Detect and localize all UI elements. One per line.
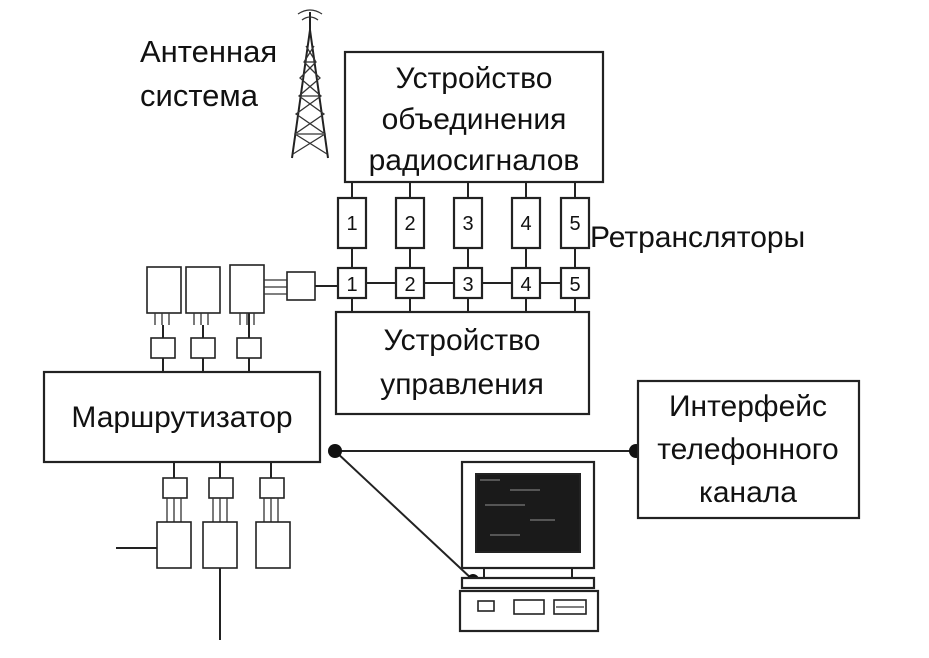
upper-terminal-3 <box>229 264 265 314</box>
system-unit-icon <box>458 589 600 633</box>
antenna-tower-icon <box>291 9 329 159</box>
repeater-bottom-2 <box>394 266 426 300</box>
computer-monitor-icon <box>460 460 596 590</box>
control-label-line2: управления <box>380 368 544 401</box>
lower-modem-2 <box>208 477 234 499</box>
repeater-top-number: 5 <box>569 213 580 235</box>
repeater-bottom-3 <box>452 266 484 300</box>
repeater-top-1 <box>336 196 368 250</box>
combiner-box <box>343 50 605 184</box>
repeater-bottom-number: 2 <box>404 274 415 296</box>
upper-modem-1 <box>150 337 176 359</box>
upper-modem-3 <box>236 337 262 359</box>
repeater-top-number: 4 <box>520 213 531 235</box>
lower-modem-1 <box>162 477 188 499</box>
phone-label-line1: Интерфейс <box>669 390 827 423</box>
junction-node <box>328 444 342 458</box>
lower-terminal-3 <box>255 521 291 569</box>
phone-label-line3: канала <box>699 476 797 509</box>
upper-terminal-2 <box>185 266 221 314</box>
repeater-bottom-number: 5 <box>569 274 580 296</box>
repeater-bottom-number: 3 <box>462 274 473 296</box>
upper-terminal-1 <box>146 266 182 314</box>
lower-device-group <box>116 462 291 640</box>
repeater-top-row: 1 2 3 4 5 <box>336 196 591 250</box>
control-label-line1: Устройство <box>384 324 541 357</box>
antenna-label-line1: Антенная <box>140 34 277 69</box>
lower-terminal-1 <box>156 521 192 569</box>
repeater-bottom-row: 1 2 3 4 5 <box>336 266 591 300</box>
upper-device-group <box>146 264 338 372</box>
repeater-top-number: 1 <box>346 213 357 235</box>
router-label: Маршрутизатор <box>71 401 292 434</box>
upper-modem-2 <box>190 337 216 359</box>
repeater-top-number: 2 <box>404 213 415 235</box>
phone-label-line2: телефонного <box>657 433 838 466</box>
repeater-vertical-links <box>351 248 576 268</box>
lower-modem-3 <box>259 477 285 499</box>
repeater-control-links <box>351 298 576 312</box>
repeater-bottom-5 <box>559 266 591 300</box>
combiner-label-line1: Устройство <box>396 62 553 95</box>
control-device-box <box>334 310 591 416</box>
combiner-label-line3: радиосигналов <box>369 144 580 177</box>
upper-adapter <box>286 271 316 301</box>
repeater-bottom-1 <box>336 266 368 300</box>
repeater-bottom-number: 4 <box>520 274 531 296</box>
repeater-bottom-number: 1 <box>346 274 357 296</box>
repeaters-label: Ретрансляторы <box>590 221 805 254</box>
repeater-top-3 <box>452 196 484 250</box>
lower-terminal-2 <box>202 521 238 569</box>
repeater-top-2 <box>394 196 426 250</box>
phone-interface-box <box>636 379 861 520</box>
combiner-repeater-links <box>351 182 576 198</box>
antenna-label-line2: система <box>140 78 259 113</box>
repeater-top-number: 3 <box>462 213 473 235</box>
router-box <box>42 370 322 464</box>
combiner-label-line2: объединения <box>382 103 567 136</box>
